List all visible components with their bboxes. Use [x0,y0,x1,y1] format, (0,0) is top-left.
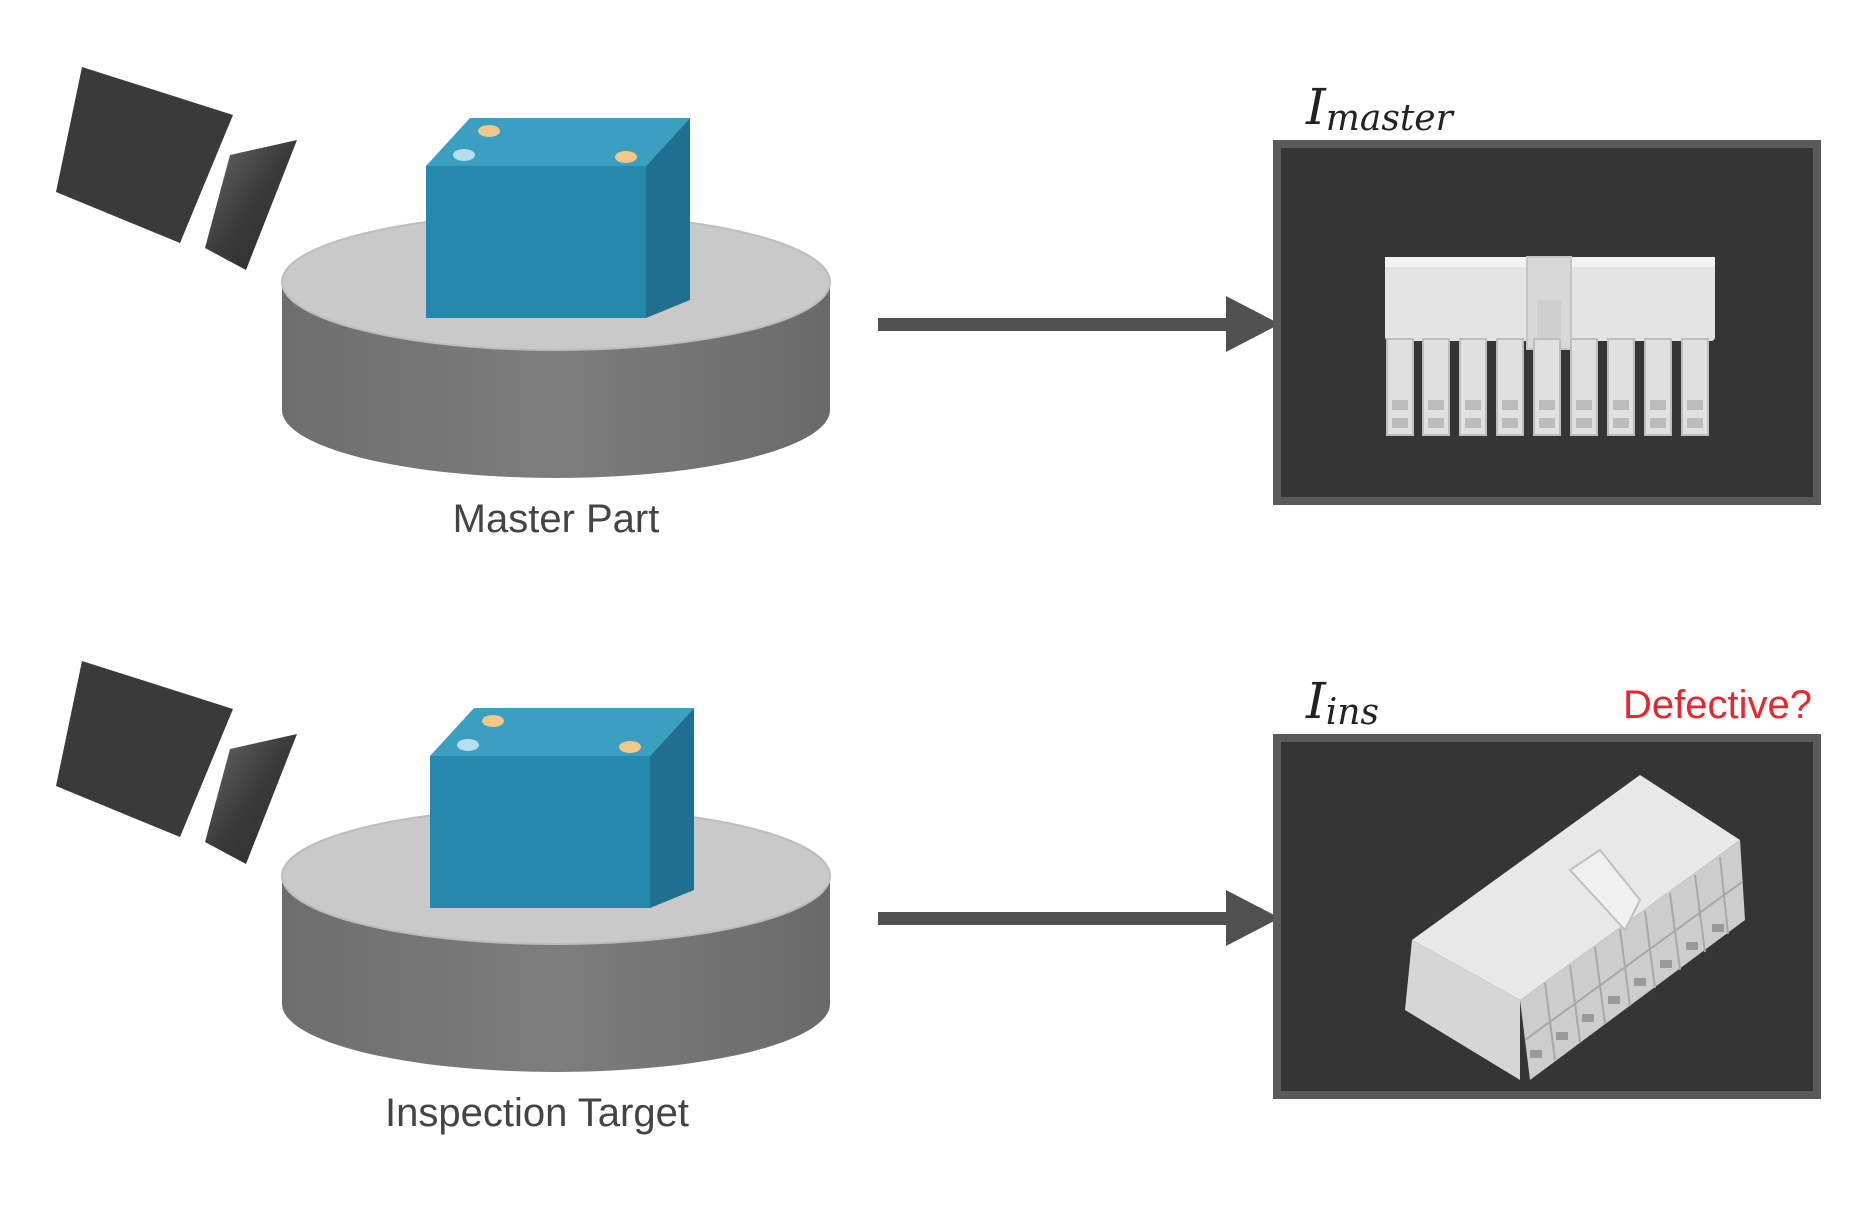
image-subscript: ins [1326,692,1379,733]
camera-icon [56,661,297,864]
master-row: Master Part Imaster [56,67,1821,541]
inspection-row: Inspection Target Iins Defective? [56,661,1821,1135]
blue-box-part [430,708,694,908]
inspection-target-label: Inspection Target [385,1091,689,1135]
right-arrow-icon [878,890,1280,946]
image-label-master: Imaster [1305,78,1455,139]
image-subscript: master [1326,98,1455,139]
camera-icon [56,67,297,270]
image-symbol: I [1305,78,1327,136]
image-symbol: I [1305,672,1327,730]
inspection-image-panel [1273,734,1821,1099]
blue-box-part [426,118,690,318]
right-arrow-icon [878,296,1280,352]
defective-label: Defective? [1623,683,1812,727]
image-label-inspection: Iins [1305,672,1379,733]
master-part-label: Master Part [453,497,660,541]
connector-photo [1385,256,1715,436]
connector-photo [1405,775,1745,1080]
master-image-panel [1273,140,1821,505]
